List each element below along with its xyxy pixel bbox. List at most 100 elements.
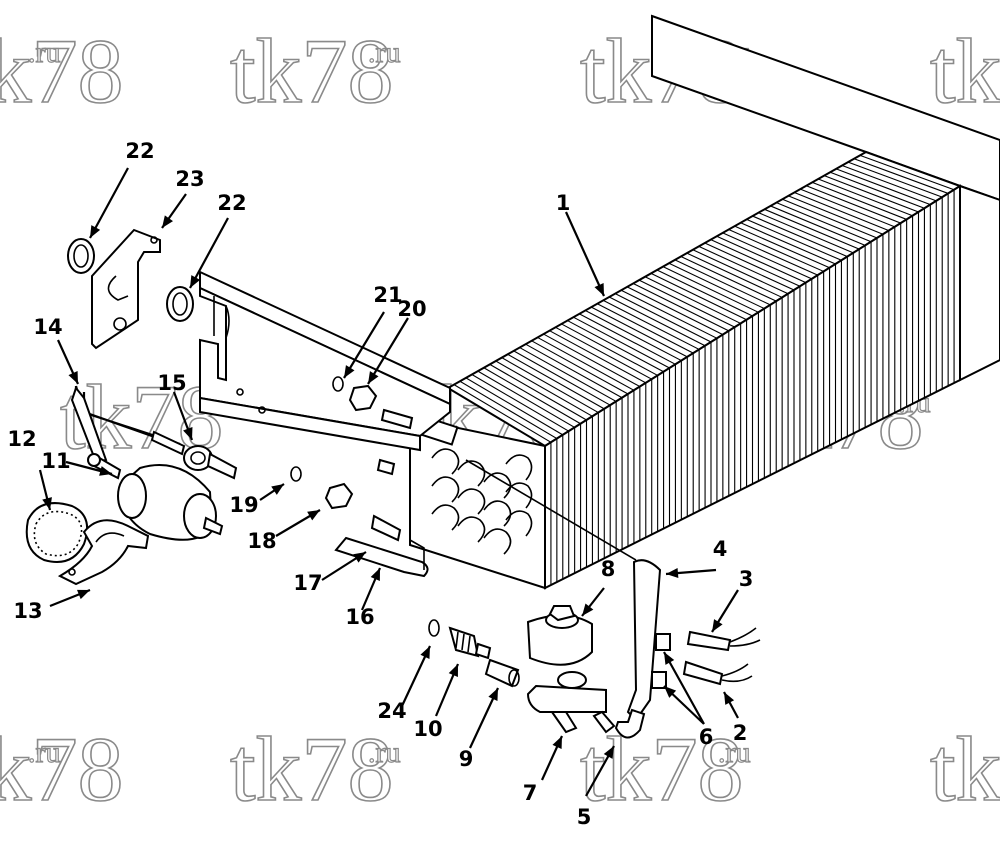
fin-stripe	[752, 215, 848, 437]
watermark-8: tk78 .ru	[0, 717, 124, 821]
watermark-1: tk78 .ru	[0, 19, 124, 123]
fin-stripe	[674, 259, 771, 476]
fin-stripe	[824, 175, 920, 401]
leader-arrowhead	[488, 688, 498, 701]
fin-stripe	[710, 239, 807, 458]
fin-stripe	[620, 289, 718, 502]
coil-fin-lines	[447, 151, 961, 588]
fin-stripe	[555, 326, 653, 535]
callout-9: 9	[459, 747, 474, 771]
fin-stripe	[537, 336, 635, 544]
leader-arrowhead	[90, 225, 101, 238]
fin-stripe	[776, 202, 872, 425]
fin-stripe	[579, 313, 676, 523]
sight-glass-15	[150, 430, 238, 480]
fin-stripe	[549, 330, 647, 538]
fin-stripe	[782, 198, 878, 422]
leader-arrowhead	[724, 692, 735, 705]
solenoid-coil-8	[526, 605, 593, 666]
fin-stripe	[513, 350, 611, 556]
fin-stripe	[608, 296, 706, 508]
callout-5: 5	[577, 805, 592, 829]
fin-stripe	[692, 249, 789, 467]
elbow-5	[614, 708, 646, 739]
leader-arrowhead	[368, 371, 379, 384]
callout-10: 10	[413, 717, 442, 741]
fin-stripe	[788, 195, 884, 419]
fitting-9	[484, 658, 520, 688]
fin-stripe	[614, 293, 712, 505]
svg-text:.ru: .ru	[28, 736, 61, 769]
o-ring-24	[428, 619, 440, 637]
evaporator-coil	[395, 14, 1000, 590]
fin-stripe	[853, 158, 949, 386]
leader-arrowhead	[594, 283, 604, 296]
coil-end-cover	[409, 416, 546, 590]
valve-body-7	[526, 671, 616, 734]
leader-arrowhead	[68, 371, 78, 384]
o-ring-22-right	[166, 286, 194, 322]
insulation-wrap-12	[25, 502, 88, 563]
fitting-body	[376, 408, 414, 476]
callout-19: 19	[229, 493, 258, 517]
fin-stripe	[465, 377, 564, 580]
watermark-9: tk78 .ru	[229, 717, 401, 821]
callout-18: 18	[247, 529, 276, 553]
callout-11: 11	[41, 449, 70, 473]
fin-stripe	[656, 269, 754, 484]
leader-arrowhead	[664, 686, 677, 698]
fin-stripe	[591, 306, 688, 517]
fin-stripe	[806, 185, 902, 410]
fin-stripe	[847, 161, 943, 389]
mounting-bracket-23	[91, 228, 161, 350]
leader-arrowhead	[344, 365, 355, 378]
liquid-line-16-17	[334, 514, 429, 578]
fin-stripe	[722, 232, 819, 452]
leader-arrowhead	[664, 652, 675, 665]
leader-arrowhead	[603, 746, 614, 759]
callout-8: 8	[601, 557, 616, 581]
svg-text:tk78: tk78	[580, 718, 744, 820]
callout-21: 21	[373, 283, 402, 307]
svg-text:.ru: .ru	[368, 36, 401, 69]
fin-stripe	[531, 340, 629, 547]
callout-17: 17	[293, 571, 322, 595]
callout-4: 4	[713, 537, 728, 561]
fin-stripe	[746, 218, 842, 440]
fin-stripe	[770, 205, 866, 428]
svg-text:tk78: tk78	[230, 718, 394, 820]
fin-stripe	[728, 229, 825, 449]
fin-stripe	[519, 347, 617, 553]
callout-3: 3	[739, 567, 754, 591]
fin-stripe	[841, 164, 937, 392]
callout-20: 20	[397, 297, 426, 321]
callout-labels: 1 2 3 4 5 6 7 8 9 10 11 12 13 14 15 16 1…	[7, 139, 753, 829]
mounting-channel	[199, 270, 451, 452]
watermark-4: tk78	[929, 19, 1000, 123]
fin-stripe	[483, 367, 582, 571]
svg-text:tk78: tk78	[0, 718, 124, 820]
fin-stripe	[698, 245, 795, 464]
watermark-layer: tk78 .ru tk78 .ru tk78 .ru tk78 tk78 .ru…	[0, 19, 1000, 821]
callout-1: 1	[556, 191, 571, 215]
watermark-11: tk78	[929, 717, 1000, 821]
leader-arrowhead	[582, 603, 594, 616]
fin-stripe	[489, 363, 588, 568]
leader-arrowhead	[42, 497, 52, 510]
svg-text:tk78: tk78	[930, 718, 1000, 820]
fin-stripe	[650, 272, 748, 487]
callout-22-right: 22	[217, 191, 246, 215]
fin-stripe	[829, 171, 925, 398]
leader-arrowhead	[307, 510, 320, 521]
fin-stripe	[603, 299, 700, 511]
fin-stripe	[597, 303, 694, 514]
fin-stripe	[812, 181, 908, 407]
leader-arrowhead	[162, 215, 174, 228]
o-ring-21	[332, 376, 344, 392]
watermark-10: tk78 .ru	[579, 717, 751, 821]
fin-stripe	[794, 191, 890, 416]
fin-stripe	[632, 282, 730, 496]
clamp-13	[57, 519, 150, 586]
leader-arrowhead	[552, 736, 562, 749]
o-ring-19	[290, 466, 302, 482]
